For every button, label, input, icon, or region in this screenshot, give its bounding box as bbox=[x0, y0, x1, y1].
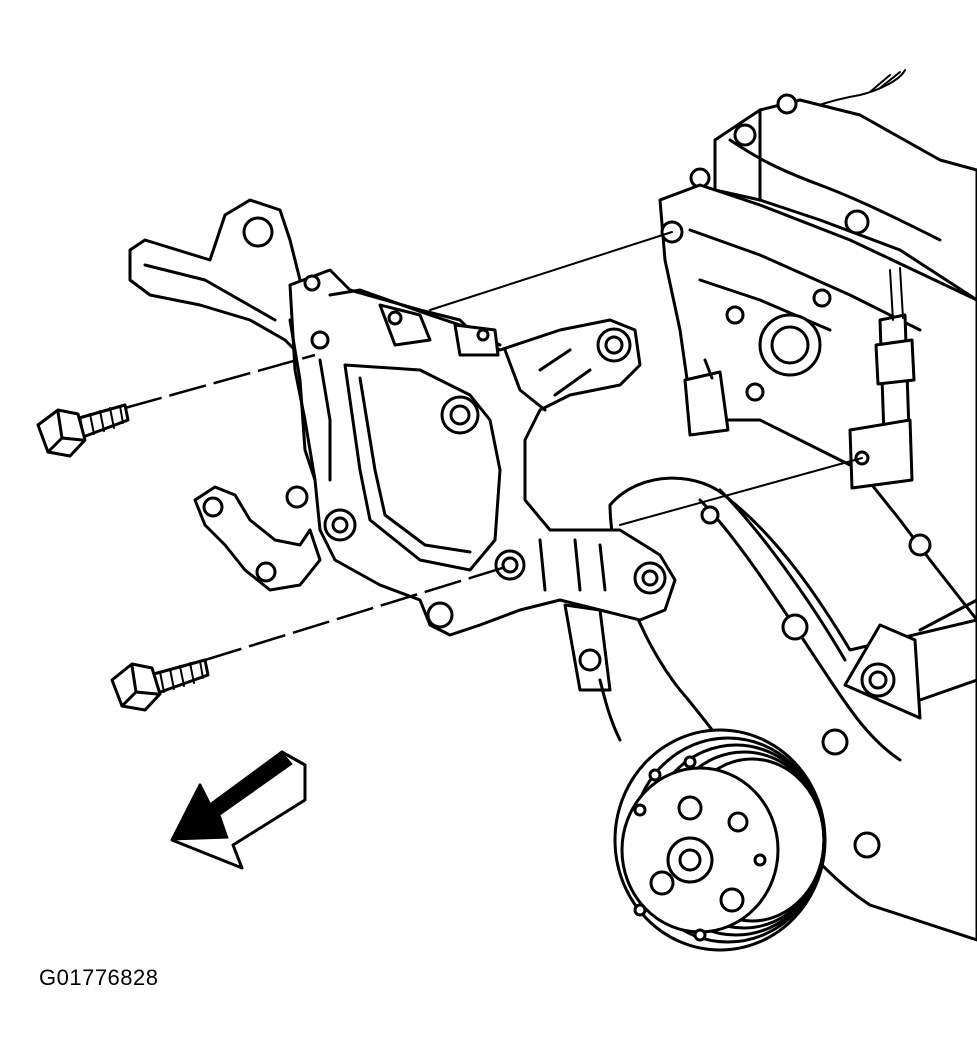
front-direction-arrow-icon bbox=[170, 750, 307, 870]
crankshaft-pulley-icon bbox=[613, 728, 827, 952]
lower-bolt-icon bbox=[110, 658, 210, 712]
upper-bolt-icon bbox=[36, 403, 130, 458]
engine-block-icon bbox=[563, 69, 977, 942]
mounting-bracket-icon bbox=[128, 198, 677, 637]
leader-lines bbox=[124, 231, 863, 662]
figure-id-label: G01776828 bbox=[39, 965, 159, 990]
